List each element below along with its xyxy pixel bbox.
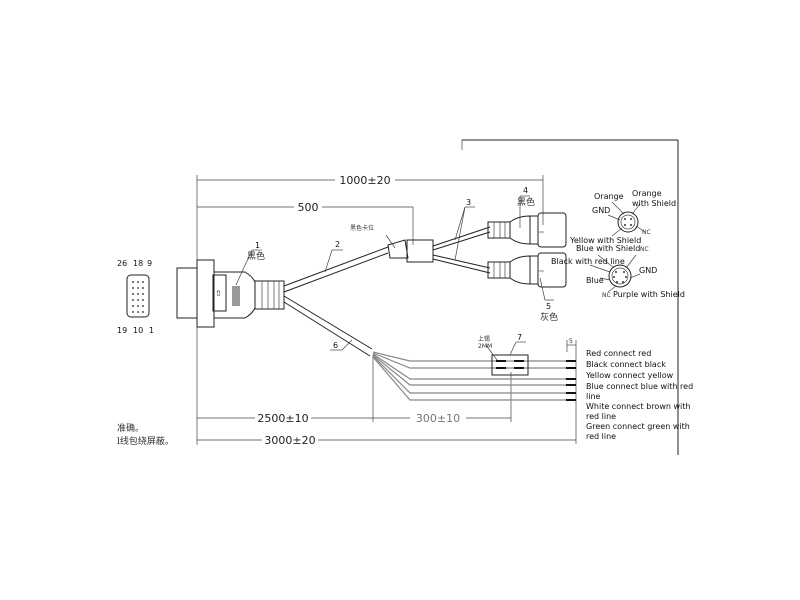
lower-pinout: Blue with Shield NC Black with red line … [551, 244, 685, 299]
pin-label-gnd: GND [639, 266, 657, 275]
lower-connector: ⇨ [487, 252, 567, 288]
callout-2: 2 [324, 240, 343, 273]
pin-label-nc: NC [642, 229, 651, 236]
legend-line: Green connect green with [586, 422, 690, 431]
pin-label: 19 [117, 326, 127, 335]
pin-label-nc: NC [602, 292, 611, 299]
cable-2 [283, 246, 389, 293]
legend-line: Yellow connect yellow [585, 371, 674, 380]
svg-text:4: 4 [523, 186, 528, 195]
connector-4-color: 黑色 [517, 196, 535, 208]
pin-label: 18 [133, 259, 143, 268]
callout-3: 3 [454, 198, 475, 261]
legend-line: red line [586, 412, 616, 421]
cable-6 [283, 295, 373, 357]
pin-label-orange-with-shield: Orange [632, 189, 662, 198]
upper-pinout: Orange Orange with Shield GND NC Yellow … [569, 189, 676, 245]
legend-line: Blue connect blue with red [586, 382, 693, 391]
dim-500-label: 500 [298, 201, 319, 214]
pin-label-blue-with-shield: Blue with Shield [576, 244, 640, 253]
callout-4: 4 黑色 [517, 186, 535, 228]
arrow-icon: ⇧ [215, 289, 222, 298]
svg-text:with Shield: with Shield [632, 199, 676, 208]
dimension-5: 5 [566, 338, 576, 352]
legend-line: Black connect black [586, 360, 666, 369]
svg-text:3: 3 [466, 198, 471, 207]
svg-text:2: 2 [335, 240, 340, 249]
pin-label-blue: Blue [586, 276, 604, 285]
arrow-icon: ⇨ [539, 268, 544, 275]
upper-connector: ⇨ [487, 212, 567, 248]
arrow-icon: ⇨ [539, 229, 544, 236]
dimension-1000: 1000±20 [197, 172, 544, 225]
wire-legend: Red connect red Black connect black Yell… [585, 349, 693, 441]
dimension-500: 500 [197, 200, 414, 245]
note-line: 准确。 [117, 422, 144, 434]
splitter-clip: 黑色卡位 [350, 224, 434, 263]
tag-label: 2MM [478, 343, 492, 350]
callout-6: 6 [330, 339, 353, 351]
pin-label-yellow-with-shield: Yellow with Shield [569, 236, 641, 245]
pin-label-nc: NC [640, 246, 649, 253]
obd-pin-diagram: 26 18 9 19 10 1 [117, 259, 154, 335]
pin-label: 10 [133, 326, 143, 335]
pin-label-purple-with-shield: Purple with Shield [613, 290, 685, 299]
dim-1000-label: 1000±20 [339, 174, 390, 187]
connector-1-color: 黑色 [247, 250, 265, 262]
legend-line: White connect brown with [586, 402, 690, 411]
dimension-300: 300±10 [373, 372, 512, 425]
pin-label-orange: Orange [594, 192, 624, 201]
main-obd-connector: ⇧ [176, 259, 285, 328]
callout-7: 7 上锡 2MM [478, 333, 529, 376]
note-line: l线包绕屏蔽。 [117, 435, 174, 447]
callout-5: 5 灰色 [539, 277, 558, 323]
pin-label: 9 [147, 259, 152, 268]
legend-line: Red connect red [586, 349, 651, 358]
dim-300-label: 300±10 [416, 412, 460, 425]
clip-label: 黑色卡位 [350, 224, 374, 232]
pin-label: 26 [117, 259, 127, 268]
dim-2500-label: 2500±10 [257, 412, 308, 425]
svg-text:5: 5 [546, 302, 551, 311]
pin-label-black-with-red-line: Black with red line [551, 257, 625, 266]
legend-line: line [586, 392, 601, 401]
svg-text:6: 6 [333, 341, 338, 350]
svg-text:1: 1 [255, 241, 260, 250]
legend-line: red line [586, 432, 616, 441]
dim-5-label: 5 [569, 338, 573, 345]
svg-text:7: 7 [517, 333, 522, 342]
dimension-2500: 2500±10 [197, 355, 374, 425]
callout-1: 1 黑色 [235, 241, 265, 286]
cable-3 [432, 226, 491, 274]
fan-out-wires [372, 351, 576, 401]
pin-label-gnd: GND [592, 206, 610, 215]
dim-3000-label: 3000±20 [264, 434, 315, 447]
connector-5-color: 灰色 [540, 311, 558, 323]
pin-label: 1 [149, 326, 154, 335]
drawing-frame [461, 139, 679, 455]
tag-label: 上锡 [478, 335, 490, 343]
